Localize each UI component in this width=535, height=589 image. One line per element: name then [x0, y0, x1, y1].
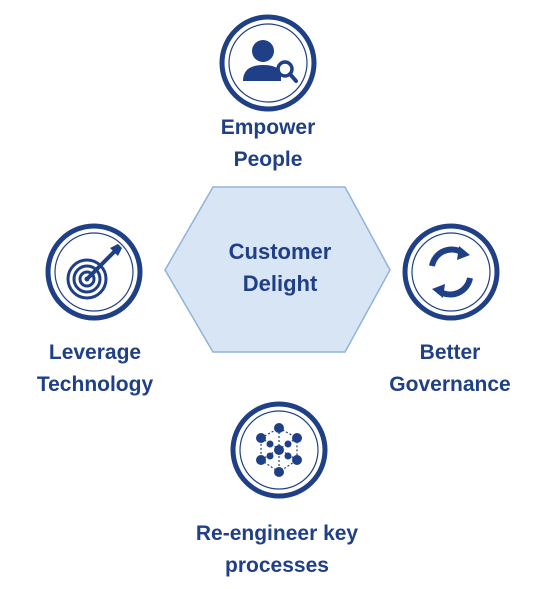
center-label-line1: Customer: [228, 239, 332, 264]
node-bottom-line2: processes: [225, 553, 329, 577]
network-nodes-icon: [230, 401, 328, 499]
node-label-bottom: Re-engineer key processes: [137, 518, 417, 581]
center-label: Customer Delight: [205, 236, 355, 300]
refresh-cycle-icon: [402, 223, 500, 321]
node-top-line2: People: [233, 147, 303, 171]
target-arrow-icon: [45, 223, 143, 321]
node-right-line1: Better: [419, 341, 481, 364]
node-top-line1: Empower: [220, 116, 316, 139]
node-left-line1: Leverage: [48, 341, 142, 364]
node-left-line2: Technology: [36, 372, 154, 396]
person-search-icon: [219, 14, 317, 112]
center-label-line2: Delight: [242, 270, 318, 296]
node-label-top: Empower People: [168, 112, 368, 175]
node-label-right: Better Governance: [355, 337, 535, 400]
node-right-line2: Governance: [389, 372, 511, 396]
node-bottom-line1: Re-engineer key: [195, 522, 359, 545]
node-label-left: Leverage Technology: [0, 337, 190, 400]
